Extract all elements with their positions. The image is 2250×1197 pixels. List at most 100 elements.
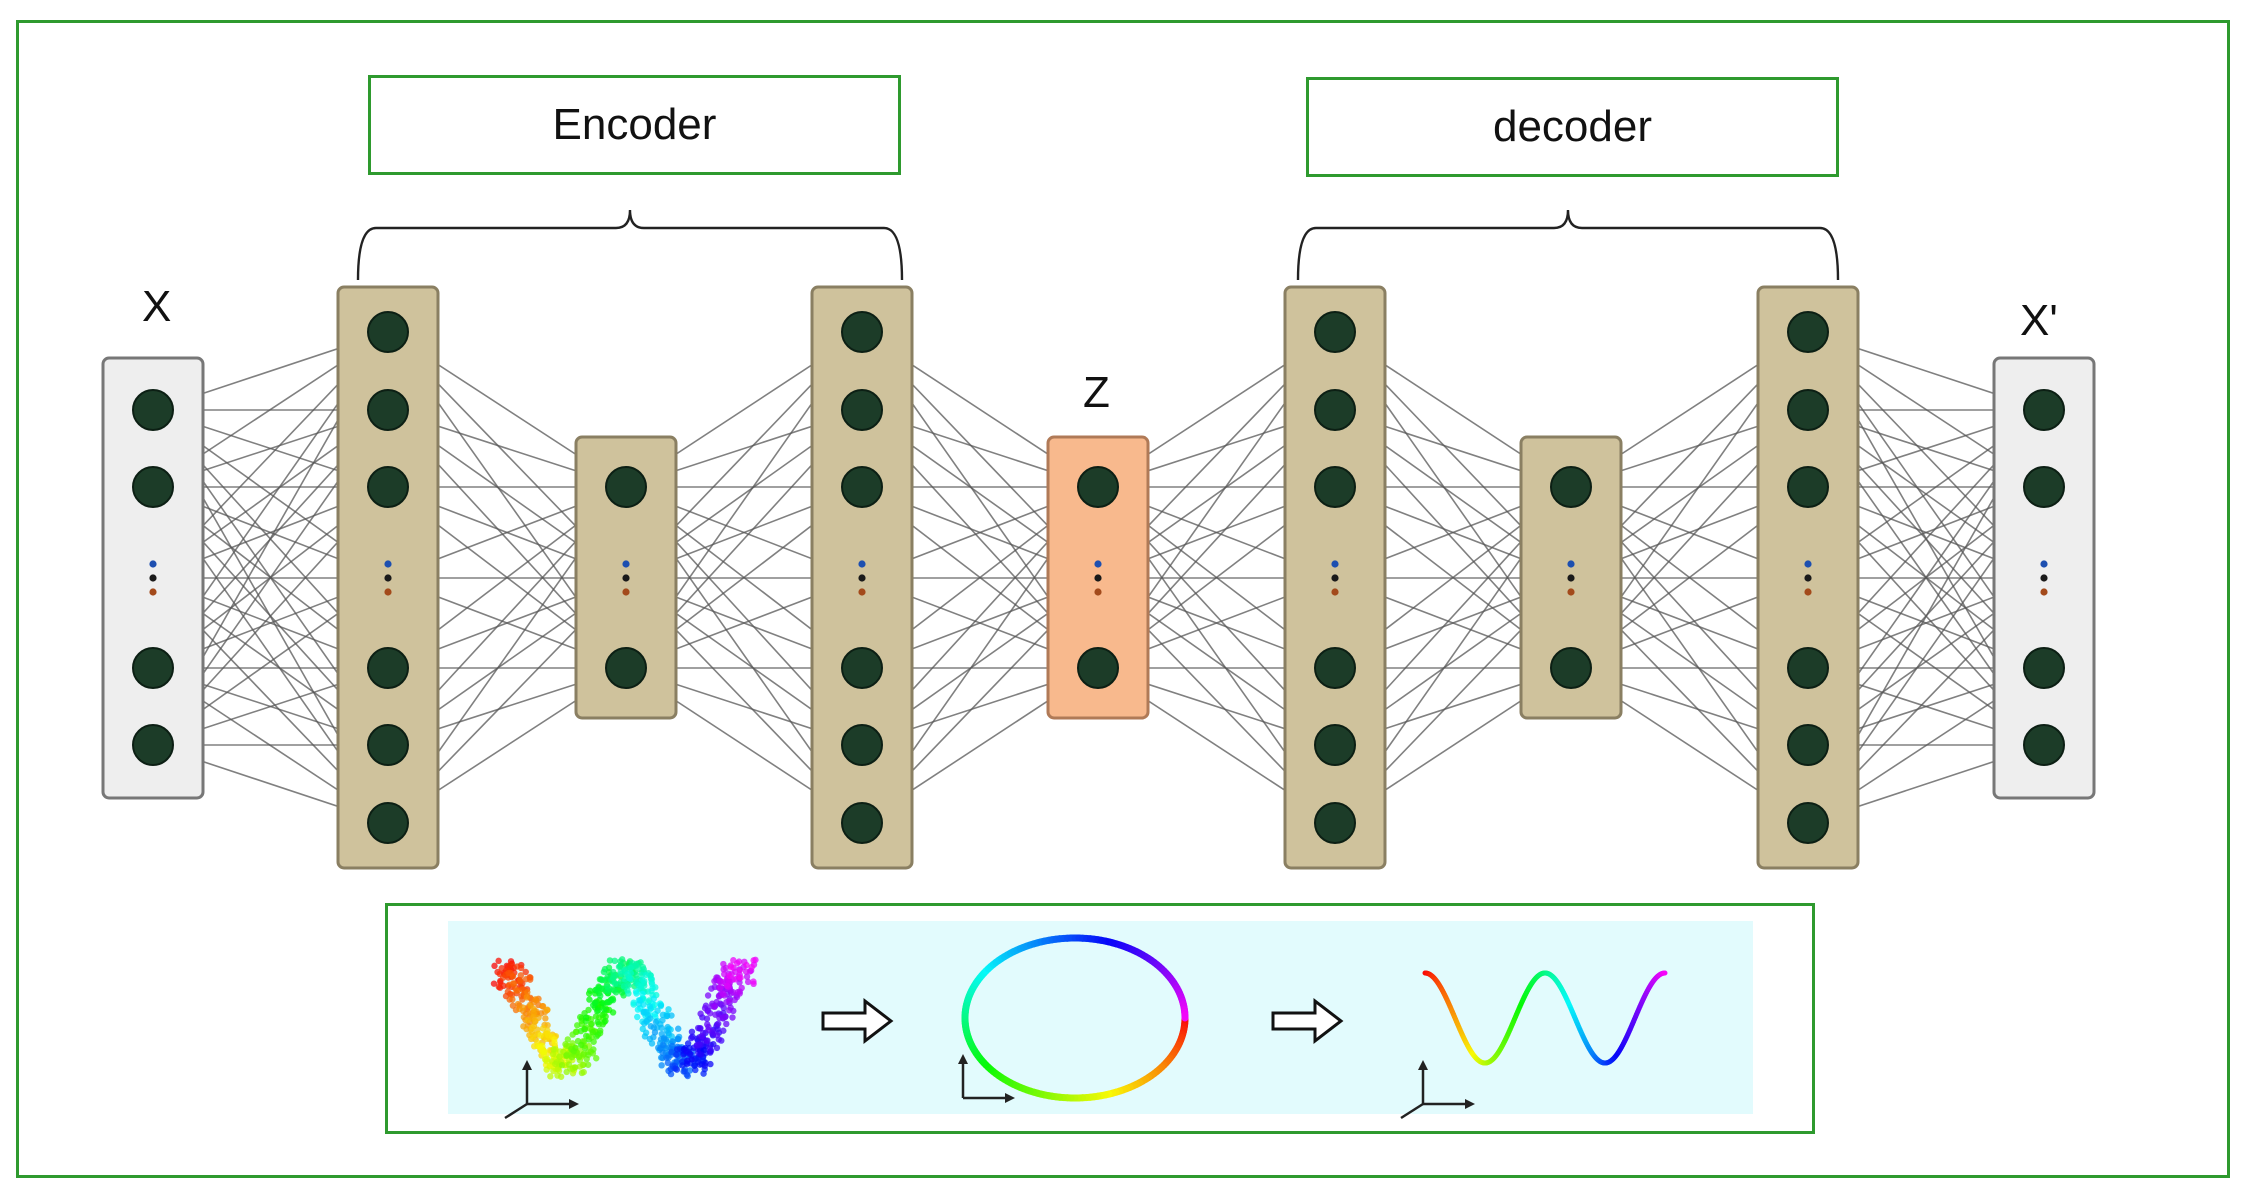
- data-point: [498, 965, 505, 972]
- ellipsis-dot: [149, 574, 157, 582]
- data-point: [606, 957, 614, 964]
- data-point: [729, 1014, 736, 1021]
- data-point: [528, 1024, 536, 1031]
- data-point: [594, 1018, 601, 1026]
- data-point: [627, 969, 634, 977]
- ellipsis-dot: [149, 588, 157, 596]
- data-point: [654, 1007, 661, 1014]
- data-point: [743, 961, 750, 969]
- decoder-label-box: decoder: [1306, 77, 1839, 177]
- data-point: [557, 1073, 565, 1080]
- data-point: [641, 1033, 649, 1040]
- neuron-node: [367, 389, 409, 431]
- data-point: [523, 994, 530, 1001]
- data-point: [691, 1062, 698, 1069]
- axes-3d-icon: [1418, 1060, 1475, 1109]
- neuron-node: [1314, 802, 1356, 844]
- ellipsis-dot: [1331, 574, 1339, 582]
- data-point: [577, 1013, 584, 1021]
- data-point: [660, 1035, 668, 1043]
- data-point: [742, 968, 750, 975]
- data-point: [627, 964, 634, 972]
- data-point: [611, 987, 618, 994]
- data-point: [638, 982, 645, 989]
- data-point: [562, 1040, 569, 1048]
- data-point: [696, 1025, 703, 1032]
- data-point: [664, 1023, 671, 1031]
- data-point: [592, 999, 599, 1006]
- data-point: [719, 990, 727, 997]
- data-point: [604, 998, 611, 1006]
- data-point: [664, 1059, 672, 1067]
- right-arrow-icon: [1271, 997, 1344, 1045]
- neuron-node: [1077, 466, 1119, 508]
- neuron-node: [1314, 466, 1356, 508]
- data-point: [582, 1014, 590, 1021]
- data-point: [659, 1041, 667, 1049]
- data-point: [721, 970, 728, 978]
- data-point: [530, 1005, 537, 1013]
- neuron-node: [1787, 802, 1829, 844]
- data-point: [706, 1045, 714, 1052]
- ellipsis-dot: [858, 588, 866, 596]
- data-point: [665, 1029, 672, 1037]
- axis-arrow: [569, 1099, 579, 1109]
- data-point: [726, 972, 733, 980]
- neuron-node: [1077, 647, 1119, 689]
- neuron-node: [1787, 724, 1829, 766]
- data-point: [509, 973, 517, 980]
- output-label: X': [2020, 296, 2058, 345]
- data-point: [528, 1029, 536, 1036]
- data-point: [547, 1073, 554, 1080]
- data-point: [611, 957, 618, 965]
- data-point: [646, 1003, 654, 1010]
- neuron-node: [2023, 466, 2065, 508]
- neuron-node: [367, 647, 409, 689]
- data-point: [539, 1002, 547, 1010]
- ellipsis-dot: [1094, 574, 1102, 582]
- data-point: [533, 997, 540, 1004]
- data-point: [750, 957, 757, 964]
- smooth-w-curve-icon: [1422, 970, 1668, 1066]
- data-point: [636, 997, 644, 1004]
- data-point: [675, 1035, 682, 1043]
- data-point: [524, 1016, 532, 1024]
- data-point: [609, 1009, 617, 1016]
- data-point: [738, 984, 745, 992]
- data-point: [669, 1042, 676, 1050]
- data-point: [590, 1038, 597, 1045]
- data-point: [544, 1022, 551, 1029]
- encoder-label-box: Encoder: [368, 75, 901, 175]
- layer-output: [1992, 356, 2096, 800]
- neuron-node: [1787, 647, 1829, 689]
- data-point: [697, 1010, 704, 1017]
- data-point: [725, 997, 733, 1004]
- neuron-node: [2023, 389, 2065, 431]
- layer-hidden: [1283, 285, 1387, 870]
- data-point: [648, 976, 656, 983]
- neuron-node: [132, 724, 174, 766]
- data-point: [748, 963, 755, 971]
- data-point: [575, 1053, 583, 1061]
- data-point: [532, 1017, 539, 1025]
- neuron-node: [841, 802, 883, 844]
- data-point: [599, 1011, 606, 1019]
- data-point: [696, 1061, 704, 1068]
- data-point: [543, 1066, 550, 1073]
- data-point: [602, 1017, 609, 1025]
- data-point: [574, 1022, 581, 1029]
- data-point: [634, 1006, 642, 1013]
- data-point: [701, 1062, 709, 1069]
- data-point: [717, 983, 724, 991]
- data-point: [517, 972, 525, 979]
- data-point: [696, 1041, 703, 1048]
- data-point: [539, 1042, 546, 1050]
- data-point: [713, 1044, 721, 1052]
- data-point: [681, 1068, 688, 1075]
- ellipsis-dot: [2040, 588, 2048, 596]
- data-point: [524, 989, 531, 996]
- data-point: [633, 962, 640, 969]
- data-point: [718, 1001, 725, 1008]
- data-point: [630, 999, 637, 1006]
